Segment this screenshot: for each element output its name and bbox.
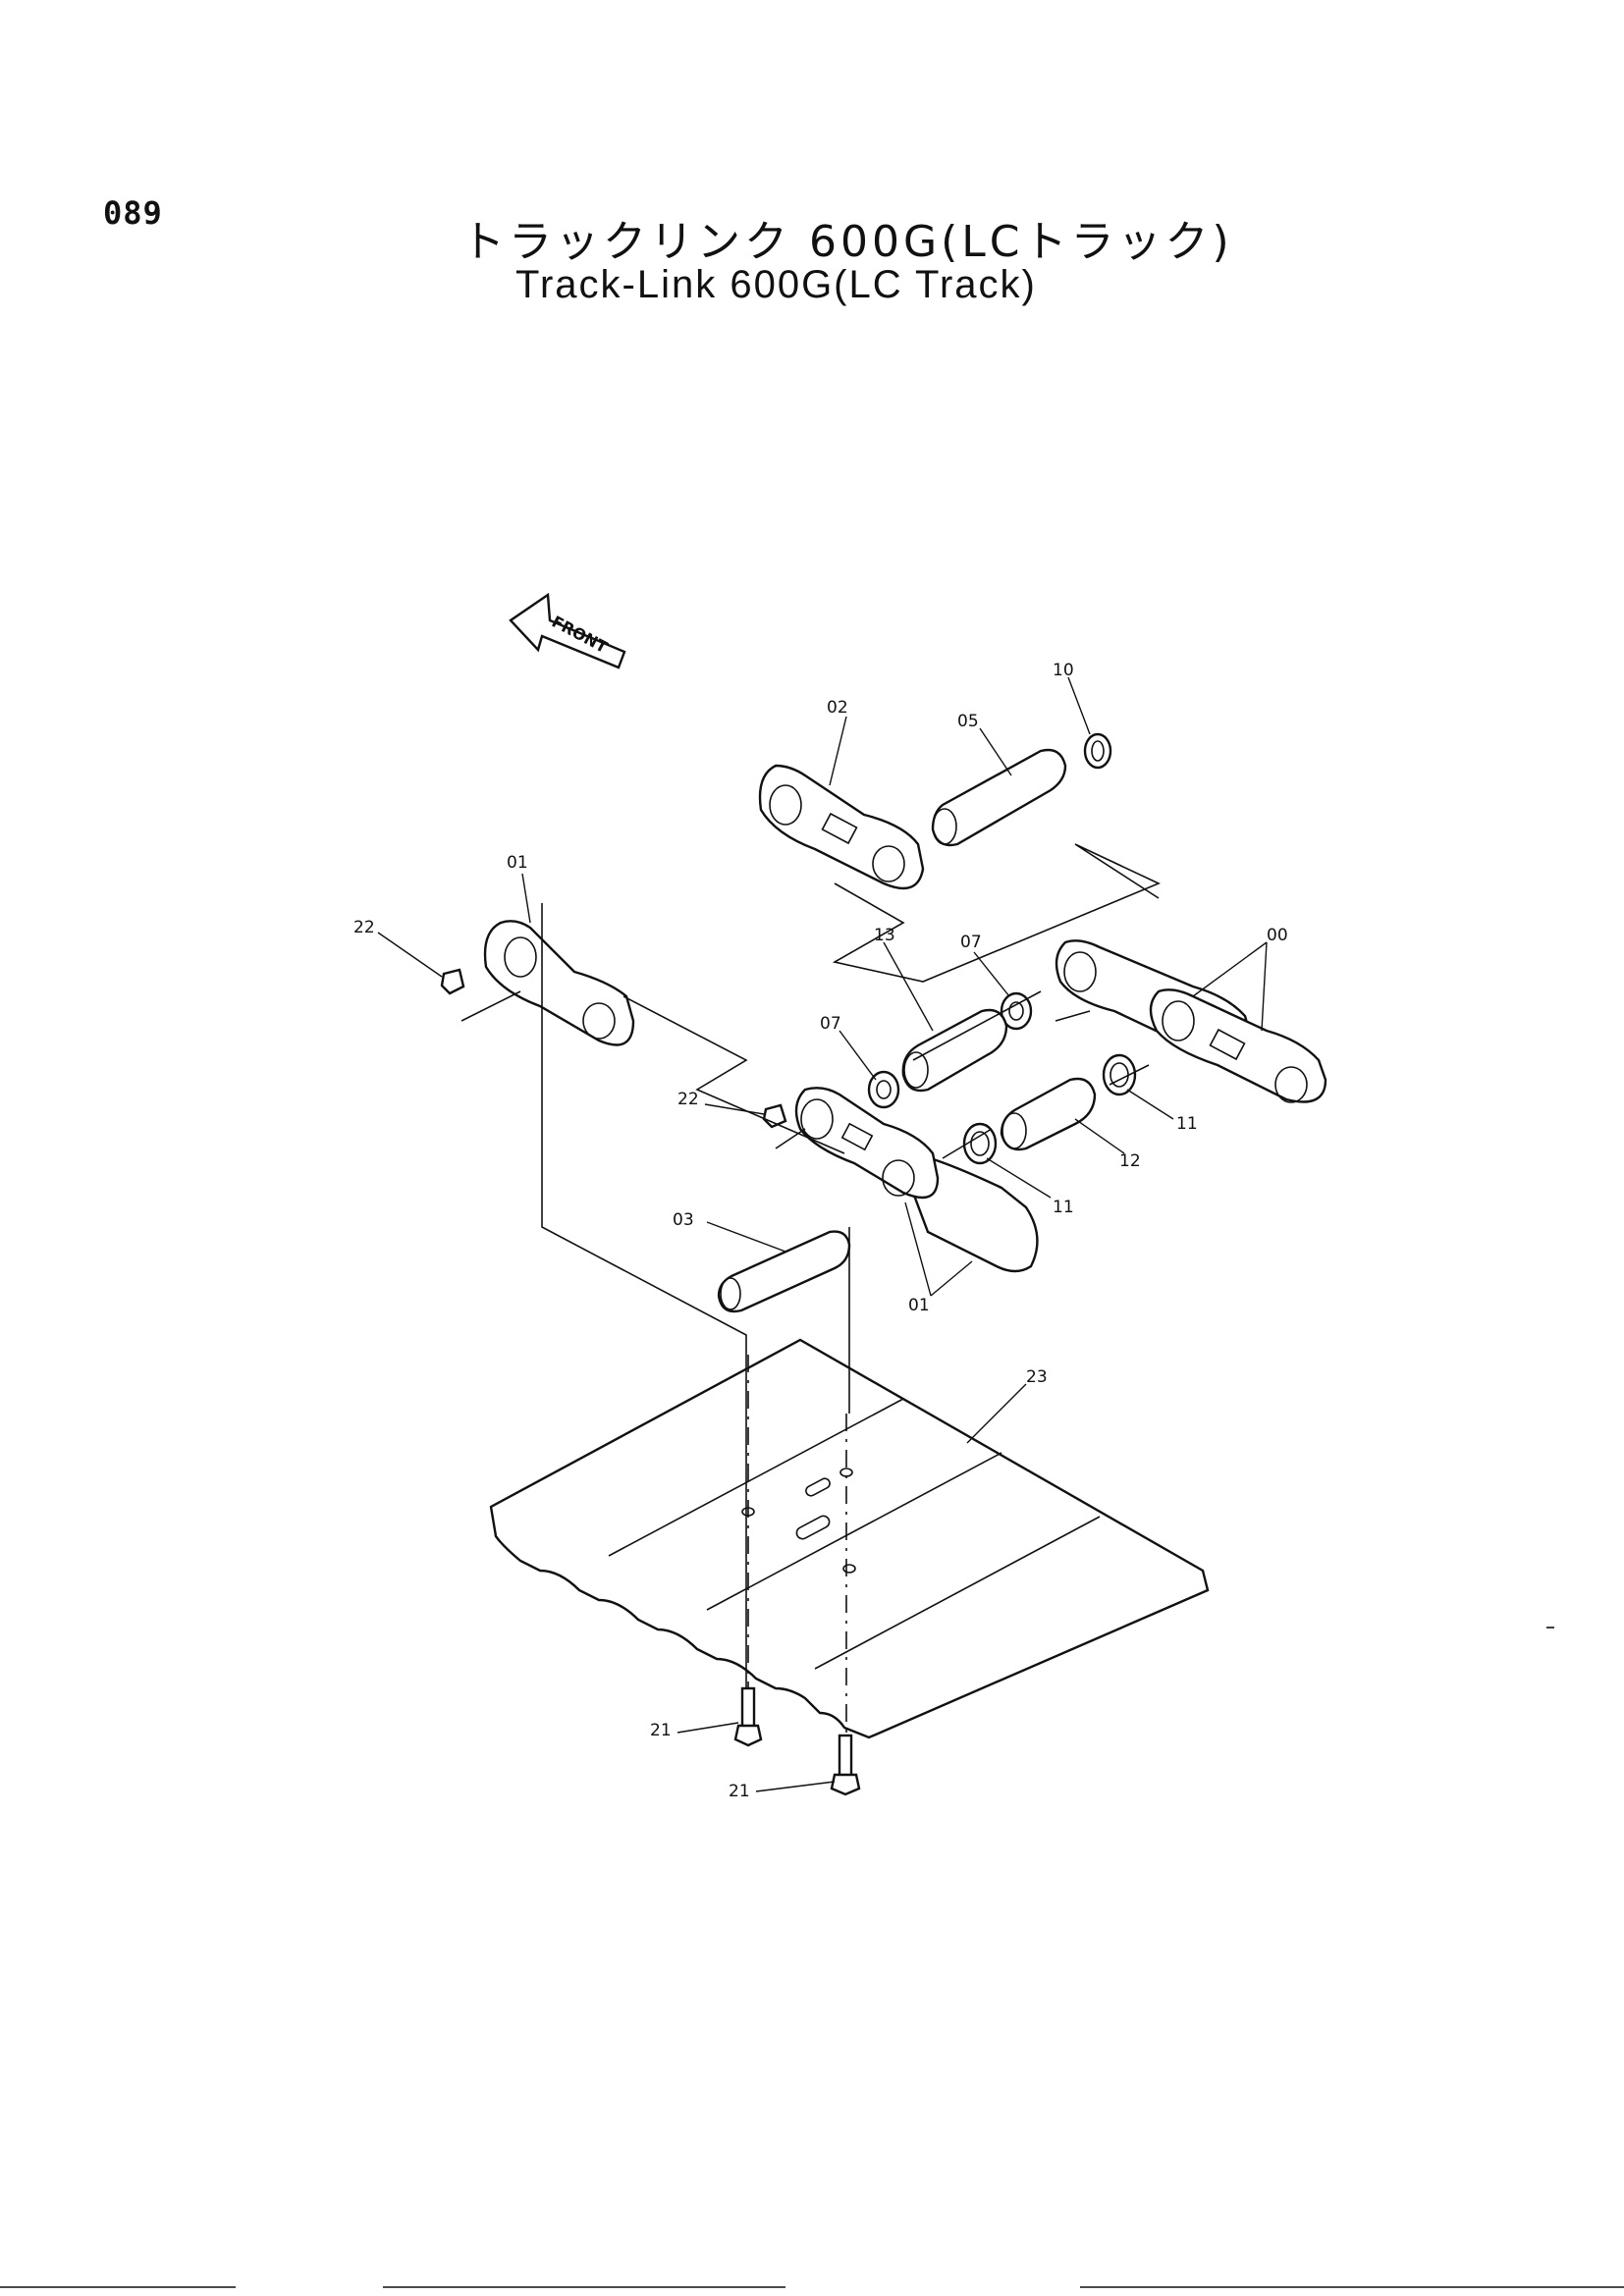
- part-bolt-21-lower: [830, 1734, 861, 1796]
- part-bushing-12: [1000, 1077, 1097, 1151]
- callout-21-upper: 21: [650, 1721, 672, 1740]
- callout-11-left: 11: [1053, 1198, 1074, 1217]
- part-washer-07-left: [867, 1070, 900, 1109]
- callout-13: 13: [874, 926, 895, 945]
- part-link-01-upper: [483, 920, 635, 1046]
- part-bushing-13: [901, 1008, 1008, 1093]
- title-english: Track-Link 600G(LC Track): [515, 263, 1037, 306]
- part-pin-05: [931, 748, 1067, 847]
- callout-10: 10: [1053, 661, 1074, 680]
- part-link-02: [758, 764, 925, 890]
- part-ring-10: [1083, 732, 1112, 770]
- callout-22-lower: 22: [677, 1090, 699, 1109]
- callout-22-upper: 22: [353, 918, 375, 937]
- callout-21-lower: 21: [729, 1782, 750, 1801]
- assembly-lines: [460, 843, 1161, 1733]
- callout-11-right: 11: [1176, 1114, 1198, 1134]
- callout-23: 23: [1026, 1367, 1048, 1387]
- callout-12: 12: [1119, 1151, 1141, 1171]
- part-link-00: [1055, 939, 1327, 1103]
- part-pin-03: [717, 1230, 851, 1313]
- part-bolt-21-upper: [733, 1686, 763, 1747]
- bottom-rule: [0, 1627, 1624, 2288]
- page-number: 089: [103, 194, 163, 232]
- callout-03: 03: [673, 1210, 694, 1230]
- title-japanese: トラックリンク 600G(LCトラック): [461, 217, 1233, 267]
- callout-05: 05: [957, 712, 979, 731]
- callout-01-upper: 01: [507, 853, 528, 873]
- callout-01-lower: 01: [908, 1296, 930, 1315]
- part-washer-07-right: [1000, 991, 1033, 1031]
- part-nut-22-upper: [440, 968, 465, 995]
- part-shoe-23: [489, 1338, 1210, 1739]
- callout-07-lower: 07: [820, 1014, 841, 1034]
- callout-02: 02: [827, 698, 848, 718]
- callout-07-upper: 07: [960, 933, 982, 952]
- leader-lines: [377, 676, 1268, 1792]
- callout-labels: 00 01 01 02 03 05 07 07 10 11 11 12 13 2…: [353, 661, 1288, 1801]
- callout-00: 00: [1267, 926, 1288, 945]
- part-seal-11-right: [1102, 1053, 1137, 1096]
- part-seal-11-left: [962, 1122, 998, 1165]
- front-arrow-icon: FRONT: [509, 592, 626, 669]
- part-link-01-lower: [794, 1087, 1039, 1273]
